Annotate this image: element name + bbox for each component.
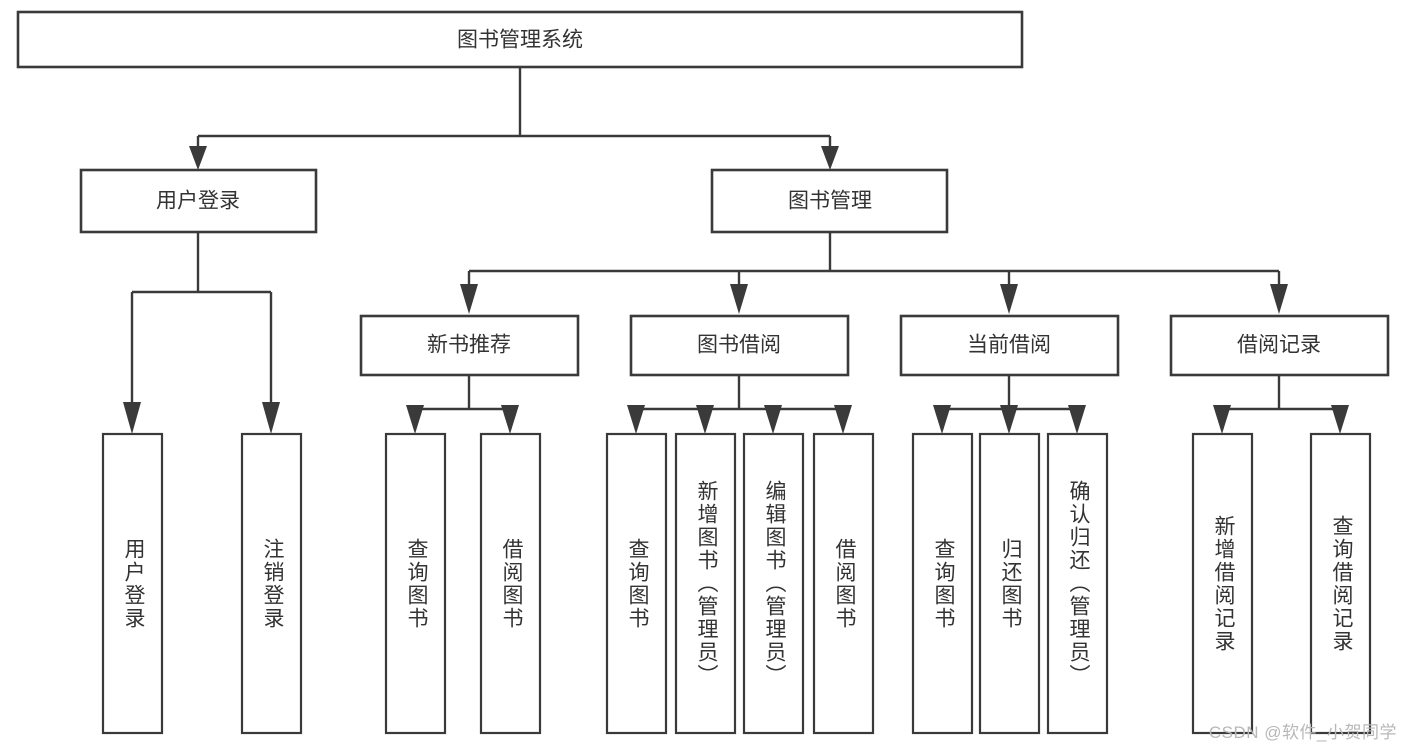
node-user-login-box[interactable] bbox=[79, 168, 318, 234]
leaf-box-borrow-book-2[interactable] bbox=[812, 432, 875, 735]
arrow-bm-to-book-borrow bbox=[730, 284, 748, 314]
node-current-borrow-box[interactable] bbox=[899, 314, 1120, 377]
connector-group-current-borrow bbox=[933, 375, 1086, 434]
connector-group-new-book bbox=[406, 375, 519, 434]
leaf-box-return-book[interactable] bbox=[978, 432, 1041, 735]
arrow-bookborrow-leaf-3 bbox=[764, 405, 782, 434]
arrow-newbook-leaf-1 bbox=[406, 405, 424, 434]
leaf-box-query-book-2[interactable] bbox=[605, 432, 668, 735]
arrow-borrowrecord-leaf-2 bbox=[1331, 405, 1349, 434]
connector-group-book-borrow bbox=[627, 375, 852, 434]
arrow-bookborrow-leaf-4 bbox=[834, 405, 852, 434]
leaf-box-logout[interactable] bbox=[240, 432, 303, 735]
arrow-user-login-leaf-2 bbox=[262, 402, 280, 434]
node-book-management-box[interactable] bbox=[710, 168, 949, 234]
node-root-label: 图书管理系统 bbox=[457, 29, 583, 52]
node-new-book-recommend[interactable]: 新书推荐 bbox=[359, 314, 580, 377]
arrow-bm-to-new-book bbox=[460, 284, 478, 314]
arrow-borrowrecord-leaf-1 bbox=[1213, 405, 1231, 434]
leaf-box-query-book-3[interactable] bbox=[911, 432, 974, 735]
node-book-borrow-label: 图书借阅 bbox=[697, 334, 781, 357]
node-new-book-recommend-label: 新书推荐 bbox=[427, 334, 511, 357]
leaf-box-user-login[interactable] bbox=[101, 432, 164, 735]
node-book-borrow-box[interactable] bbox=[629, 314, 850, 377]
node-borrow-record-label: 借阅记录 bbox=[1237, 334, 1321, 357]
node-root[interactable]: 图书管理系统 bbox=[16, 10, 1024, 69]
leaf-box-query-book-1[interactable] bbox=[384, 432, 447, 735]
arrow-bm-to-current-borrow bbox=[1000, 284, 1018, 314]
arrow-currentborrow-leaf-1 bbox=[933, 405, 951, 434]
node-user-login[interactable]: 用户登录 bbox=[79, 168, 318, 234]
leaf-box-query-borrow-record[interactable] bbox=[1309, 432, 1372, 735]
arrow-bm-to-borrow-record bbox=[1270, 284, 1288, 314]
node-root-box[interactable] bbox=[16, 10, 1024, 69]
node-borrow-record[interactable]: 借阅记录 bbox=[1169, 314, 1390, 377]
arrow-currentborrow-leaf-3 bbox=[1068, 405, 1086, 434]
connector-group-root bbox=[189, 67, 839, 170]
node-current-borrow[interactable]: 当前借阅 bbox=[899, 314, 1120, 377]
leaf-box-edit-book-admin[interactable] bbox=[742, 432, 805, 735]
node-book-management-label: 图书管理 bbox=[788, 190, 872, 213]
arrow-root-to-book-mgmt bbox=[821, 146, 839, 170]
leaf-box-add-book-admin[interactable] bbox=[674, 432, 737, 735]
arrow-bookborrow-leaf-2 bbox=[696, 405, 714, 434]
node-book-management[interactable]: 图书管理 bbox=[710, 168, 949, 234]
arrow-user-login-leaf-1 bbox=[123, 402, 141, 434]
connector-group-borrow-record bbox=[1213, 375, 1349, 434]
csdn-watermark: CSDN @软件_小贺同学 bbox=[1208, 723, 1397, 742]
node-new-book-recommend-box[interactable] bbox=[359, 314, 580, 377]
leaf-box-confirm-return-admin[interactable] bbox=[1046, 432, 1109, 735]
arrow-newbook-leaf-2 bbox=[501, 405, 519, 434]
node-borrow-record-box[interactable] bbox=[1169, 314, 1390, 377]
arrow-currentborrow-leaf-2 bbox=[1000, 405, 1018, 434]
arrow-root-to-user-login bbox=[189, 146, 207, 170]
connector-group-book-mgmt bbox=[460, 232, 1288, 314]
node-user-login-label: 用户登录 bbox=[156, 190, 240, 213]
leaf-boxes bbox=[101, 432, 1372, 735]
arrow-bookborrow-leaf-1 bbox=[627, 405, 645, 434]
node-book-borrow[interactable]: 图书借阅 bbox=[629, 314, 850, 377]
connector-group-user-login bbox=[123, 232, 280, 434]
leaf-box-add-borrow-record[interactable] bbox=[1191, 432, 1254, 735]
node-current-borrow-label: 当前借阅 bbox=[967, 334, 1051, 357]
leaf-box-borrow-book-1[interactable] bbox=[479, 432, 542, 735]
